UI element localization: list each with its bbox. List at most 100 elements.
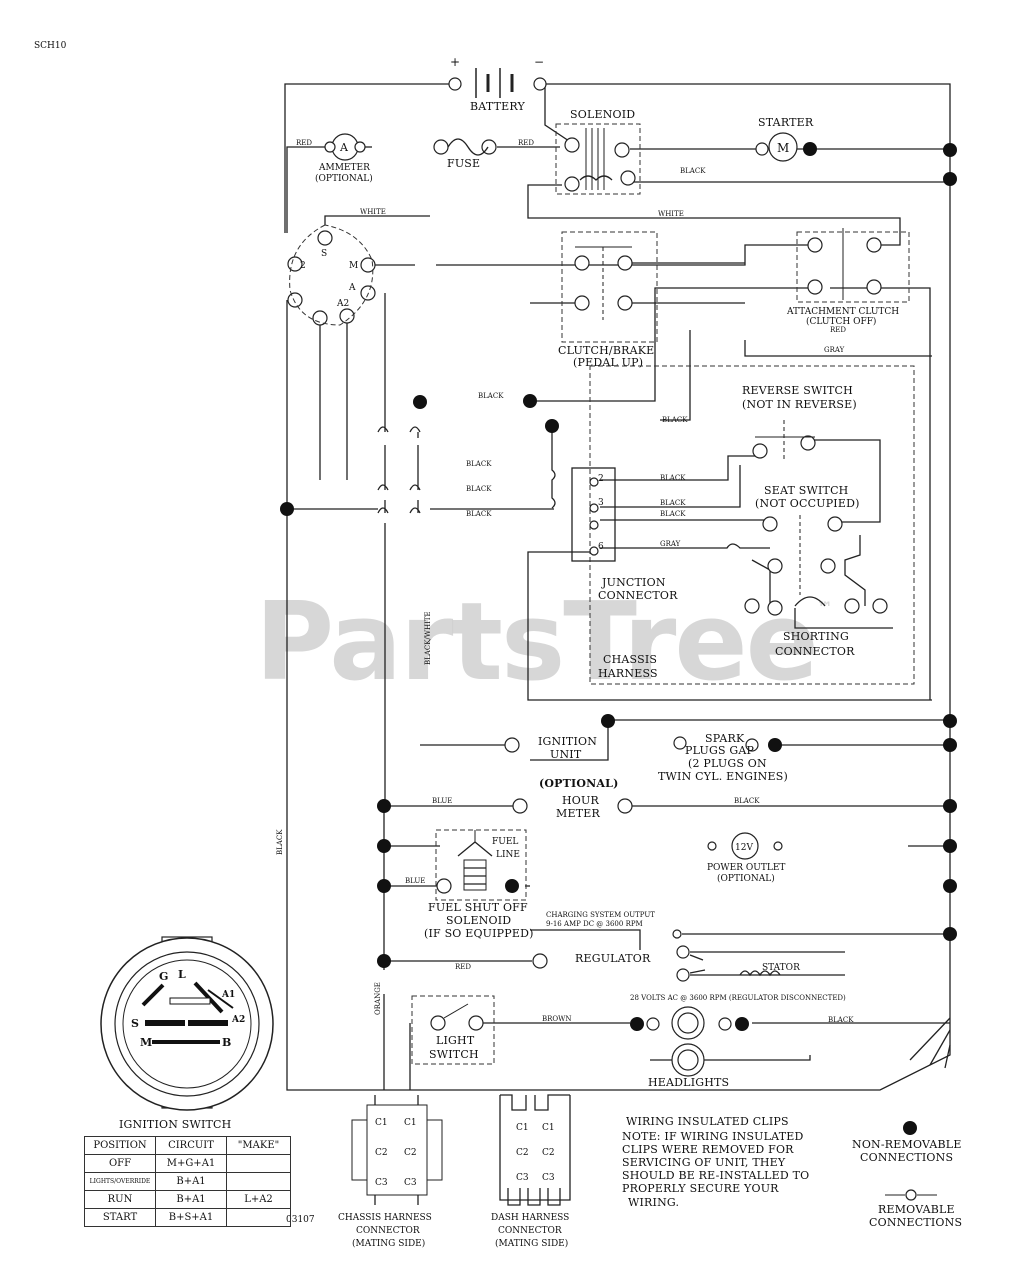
fuel-shutoff-label-2: SOLENOID	[446, 914, 511, 927]
table-row: OFF M+G+A1	[84, 1154, 291, 1173]
wiring-note: WIRING INSULATED CLIPS NOTE: IF WIRING I…	[622, 1115, 809, 1209]
starter-symbol: M	[777, 141, 789, 155]
solenoid-label: SOLENOID	[570, 108, 635, 121]
dash-pin-f: C3	[542, 1173, 555, 1183]
ign-terminal-a: A	[348, 283, 356, 293]
ignition-unit-label-2: UNIT	[550, 748, 582, 761]
chassis-harness-connector-label-3: (MATING SIDE)	[352, 1238, 425, 1249]
junction-pin-3: 3	[598, 498, 604, 508]
chassis-harness-label-1: CHASSIS	[603, 653, 657, 666]
reverse-switch-box	[589, 365, 915, 685]
shorting-connector-label-1: SHORTING	[783, 630, 849, 643]
ign-switch-s: S	[131, 1017, 139, 1030]
legend-removable-symbol	[885, 1189, 937, 1201]
note-line-3: SERVICING OF UNIT, THEY	[622, 1156, 786, 1169]
wire-red-ammeter: RED	[296, 139, 312, 147]
fuel-line-label-2: LINE	[496, 850, 520, 860]
non-removable-dots	[280, 142, 957, 1031]
table-header: POSITION	[84, 1136, 156, 1155]
battery-minus: −	[534, 55, 544, 69]
wire-black-starter: BLACK	[680, 167, 706, 175]
spark-plugs-label-2: PLUGS GAP	[685, 744, 755, 757]
clutch-brake-label: CLUTCH/BRAKE	[558, 344, 654, 357]
junction-pin-6: 6	[598, 542, 604, 552]
note-line-4: SHOULD BE RE-INSTALLED TO	[622, 1169, 809, 1182]
table-cell: RUN	[84, 1190, 156, 1209]
starter-label: STARTER	[758, 116, 814, 129]
battery-plus: +	[450, 55, 460, 69]
figure-number: 03107	[286, 1215, 315, 1225]
spark-plugs: SPARK PLUGS GAP (2 PLUGS ON TWIN CYL. EN…	[658, 732, 788, 783]
light-switch-box	[411, 995, 495, 1065]
regulator: CHARGING SYSTEM OUTPUT 9-16 AMP DC @ 360…	[532, 911, 706, 982]
chassis-harness-connector-label-1: CHASSIS HARNESS	[338, 1213, 432, 1223]
solenoid-box	[555, 123, 641, 195]
ammeter-label: AMMETER	[318, 163, 370, 173]
ignition-switch-table: POSITION CIRCUIT "MAKE" OFF M+G+A1 LIGHT…	[84, 1136, 291, 1227]
spark-plugs-label-1: SPARK	[705, 732, 745, 745]
doc-id: SCH10	[34, 41, 67, 51]
wire-brown: BROWN	[542, 1015, 571, 1023]
dash-harness-connector: C1 C1 C2 C2 C3 C3 DASH HARNESS CONNECTOR…	[491, 1094, 571, 1249]
junction-connector-label-2: CONNECTOR	[598, 589, 678, 602]
dash-harness-connector-label-3: (MATING SIDE)	[495, 1238, 568, 1249]
clutch-brake-box	[561, 231, 658, 343]
wire-black-vertical: BLACK	[662, 416, 688, 424]
junction-pin-2: 2	[598, 474, 604, 484]
fuel-line-label-1: FUEL	[492, 837, 518, 847]
ign-terminal-a2: A2	[336, 299, 349, 309]
fuel-shutoff-label-1: FUEL SHUT OFF	[428, 901, 528, 914]
ammeter: A AMMETER (OPTIONAL)	[315, 133, 373, 184]
wire-red-attachment: RED	[830, 326, 846, 334]
optional-label: (OPTIONAL)	[539, 777, 619, 790]
ign-terminal-2: 2	[300, 261, 306, 271]
wire-blue-fuel: BLUE	[405, 877, 425, 885]
battery-label: BATTERY	[470, 100, 525, 113]
attachment-clutch-label: ATTACHMENT CLUTCH	[786, 307, 899, 317]
table-row: START B+S+A1	[84, 1208, 291, 1227]
attachment-clutch: ATTACHMENT CLUTCH (CLUTCH OFF)	[786, 228, 899, 327]
ign-switch-m: M	[140, 1036, 152, 1049]
power-outlet-label-1: POWER OUTLET	[707, 863, 785, 873]
note-line-5: PROPERLY SECURE YOUR	[622, 1182, 779, 1195]
ign-switch-l: L	[178, 968, 186, 981]
table-cell: OFF	[84, 1154, 156, 1173]
wire-white-top: WHITE	[360, 208, 386, 216]
light-switch: LIGHT SWITCH	[429, 1003, 484, 1061]
spark-plugs-label-4: TWIN CYL. ENGINES)	[658, 770, 788, 783]
stator-label: STATOR	[762, 963, 800, 973]
component-boxes	[411, 123, 915, 1065]
battery: + − BATTERY	[448, 55, 547, 113]
shorting-connector-label-2: CONNECTOR	[775, 645, 855, 658]
junction-connector: 2 3 6 JUNCTION CONNECTOR	[589, 474, 678, 602]
chassis-pin-c: C2	[375, 1148, 388, 1158]
light-switch-label-1: LIGHT	[436, 1034, 475, 1047]
seat-switch: SEAT SWITCH (NOT OCCUPIED)	[744, 484, 888, 616]
power-outlet-label-2: (OPTIONAL)	[717, 873, 775, 884]
legend-non-removable-2: CONNECTIONS	[860, 1151, 953, 1164]
clutch-brake: CLUTCH/BRAKE (PEDAL UP)	[558, 246, 654, 369]
wire-black-hour: BLACK	[734, 797, 760, 805]
ammeter-symbol: A	[339, 141, 349, 154]
headlights: HEADLIGHTS	[646, 1006, 732, 1089]
hour-meter-label-2: METER	[556, 807, 600, 820]
attachment-clutch-sublabel: (CLUTCH OFF)	[806, 316, 876, 327]
chassis-pin-b: C1	[404, 1118, 417, 1128]
light-switch-label-2: SWITCH	[429, 1048, 479, 1061]
wire-blue-hour: BLUE	[432, 797, 452, 805]
chassis-pin-d: C2	[404, 1148, 417, 1158]
junction-connector-box	[571, 467, 616, 562]
attachment-clutch-box	[796, 231, 910, 303]
chassis-pin-f: C3	[404, 1178, 417, 1188]
dash-harness-connector-label-2: CONNECTOR	[498, 1226, 562, 1236]
seat-switch-sublabel: (NOT OCCUPIED)	[755, 497, 860, 510]
charging-output-label-1: CHARGING SYSTEM OUTPUT	[546, 911, 655, 919]
fuel-shutoff-label-3: (IF SO EQUIPPED)	[424, 927, 534, 940]
wire-orange: ORANGE	[374, 982, 382, 1015]
wire-black-left: BLACK	[276, 829, 284, 855]
crossovers	[377, 380, 421, 805]
wire-black-3: BLACK	[466, 510, 492, 518]
table-cell: M+G+A1	[155, 1154, 227, 1173]
table-header: CIRCUIT	[155, 1136, 227, 1155]
legend-removable-1: REMOVABLE	[878, 1203, 955, 1216]
